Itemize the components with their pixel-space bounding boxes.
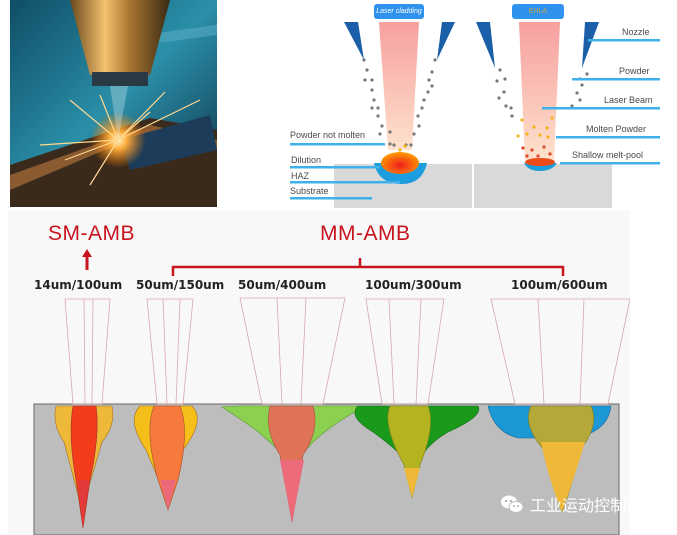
beam-profile-diagram: SM-AMB MM-AMB 14um/100um 50um/150um 50um… [8,210,630,535]
process-comparison-diagram: Laser cladding EHLA Powder not molten Di… [282,0,677,208]
label-haz: HAZ [291,171,309,181]
dimension-label: 100um/600um [511,278,608,292]
dimension-label: 100um/300um [365,278,462,292]
dimension-label: 14um/100um [34,278,123,292]
label-shallow-melt-pool: Shallow melt-pool [572,150,644,160]
wechat-icon [501,495,524,513]
label-substrate: Substrate [290,186,329,196]
watermark: 工业运动控制技术 [500,492,658,516]
label-molten-powder: Molten Powder [586,124,647,134]
watermark-text: 工业运动控制技术 [530,498,659,515]
ehla-badge: EHLA [512,4,564,19]
laser-cladding-photo [10,0,221,207]
label-nozzle: Nozzle [622,27,650,37]
dimension-label: 50um/150um [136,278,225,292]
label-powder-not-molten: Powder not molten [290,130,366,140]
label-laser-beam: Laser Beam [604,95,653,105]
laser-cladding-badge: Laser cladding [374,4,424,19]
label-powder: Powder [619,66,650,76]
sm-amb-heading: SM-AMB [48,222,135,245]
dimension-label: 50um/400um [238,278,327,292]
mm-amb-heading: MM-AMB [320,222,411,245]
label-dilution: Dilution [291,155,322,165]
